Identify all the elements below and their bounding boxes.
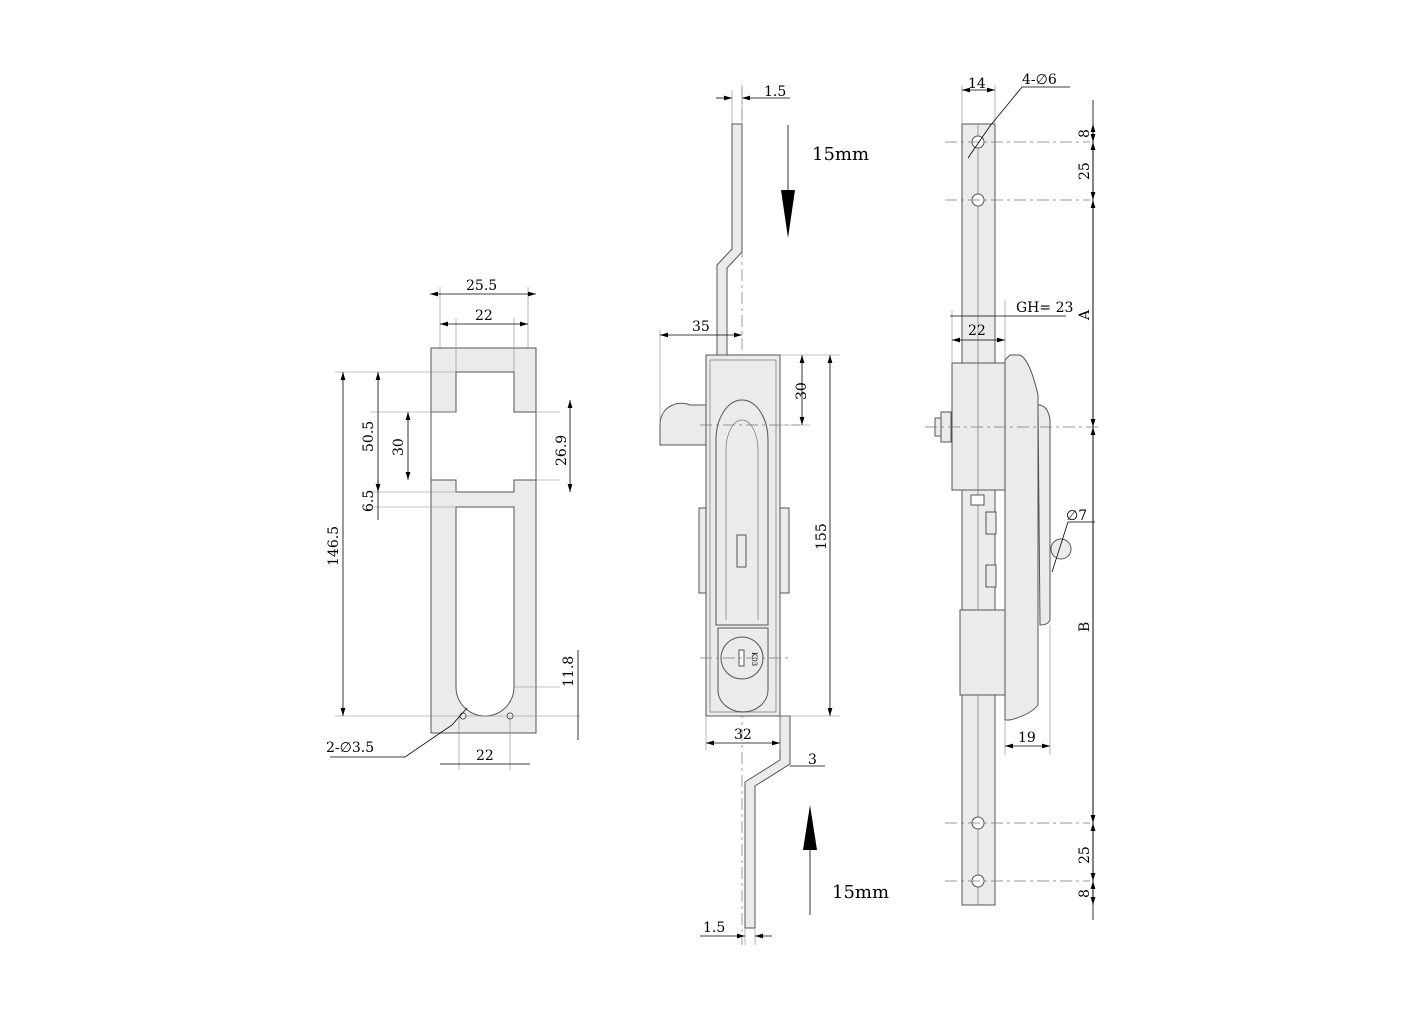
dim-hole-spacing: 22	[476, 748, 494, 764]
dim-bracket-depth: 22	[968, 323, 986, 339]
dim-bottom-offset: 11.8	[561, 656, 577, 687]
dim-height-upper: 50.5	[361, 421, 377, 452]
pin	[1050, 538, 1072, 560]
dim-top-spacing: 25	[1077, 162, 1093, 180]
dim-width-outer: 25.5	[466, 278, 497, 294]
dim-height-side: 26.9	[554, 435, 570, 466]
lower-bracket	[959, 609, 1006, 696]
nut	[985, 511, 997, 535]
lower-cutout	[455, 506, 515, 717]
dim-holes: 2-∅3.5	[326, 740, 374, 756]
dim-gap: 6.5	[361, 490, 377, 512]
handle-grip	[1037, 404, 1051, 626]
stroke-down-arrow-icon	[781, 190, 795, 238]
dim-height-slot: 30	[391, 438, 407, 456]
handle-side	[1004, 354, 1039, 721]
label-length-b: B	[1077, 622, 1093, 632]
nut	[985, 564, 997, 588]
dim-rod-offset: 3	[808, 752, 817, 768]
handle-tab	[659, 402, 707, 446]
dim-holes: 4-∅6	[1022, 72, 1057, 88]
dim-handle-offset: 30	[794, 382, 810, 400]
key-code: K03	[750, 652, 758, 666]
dim-height-total: 146.5	[326, 526, 342, 566]
side-view: 14 4-∅6 8 25 GH= 23 A 22 ∅7 B 19 25 8	[925, 72, 1100, 920]
dim-body-height: 155	[814, 523, 830, 550]
stroke-up-arrow-icon	[803, 805, 817, 850]
dim-width-inner: 22	[475, 308, 493, 324]
label-length-a: A	[1077, 309, 1093, 321]
dim-rod-top-thickness: 1.5	[764, 84, 786, 100]
label-stroke-top: 15mm	[812, 144, 869, 165]
front-view: K03 1.5 15mm 35 30 155 32 3 15mm 1.5	[659, 84, 889, 945]
label-gh: GH= 23	[1016, 300, 1073, 316]
dim-handle-depth: 19	[1018, 730, 1036, 746]
dim-top-end: 8	[1077, 129, 1093, 138]
cutout-view: 25.5 22 50.5 30 26.9 6.5 146.5 11.8 2-∅3…	[326, 278, 580, 770]
dim-rod-bottom-thickness: 1.5	[703, 920, 725, 936]
dim-body-width: 32	[734, 727, 752, 743]
upper-rod	[716, 123, 743, 356]
handle	[715, 399, 769, 626]
label-stroke-bottom: 15mm	[832, 882, 889, 903]
dim-handle-projection: 35	[692, 319, 710, 335]
rivet-square	[970, 494, 985, 506]
lower-rod	[744, 715, 791, 929]
dim-pin-diameter: ∅7	[1066, 508, 1087, 524]
dim-bottom-spacing: 25	[1077, 846, 1093, 864]
mounting-bracket	[951, 362, 1006, 491]
handle-slot	[736, 534, 747, 568]
dim-bottom-end: 8	[1077, 889, 1093, 898]
dim-rod-width: 14	[968, 76, 986, 92]
